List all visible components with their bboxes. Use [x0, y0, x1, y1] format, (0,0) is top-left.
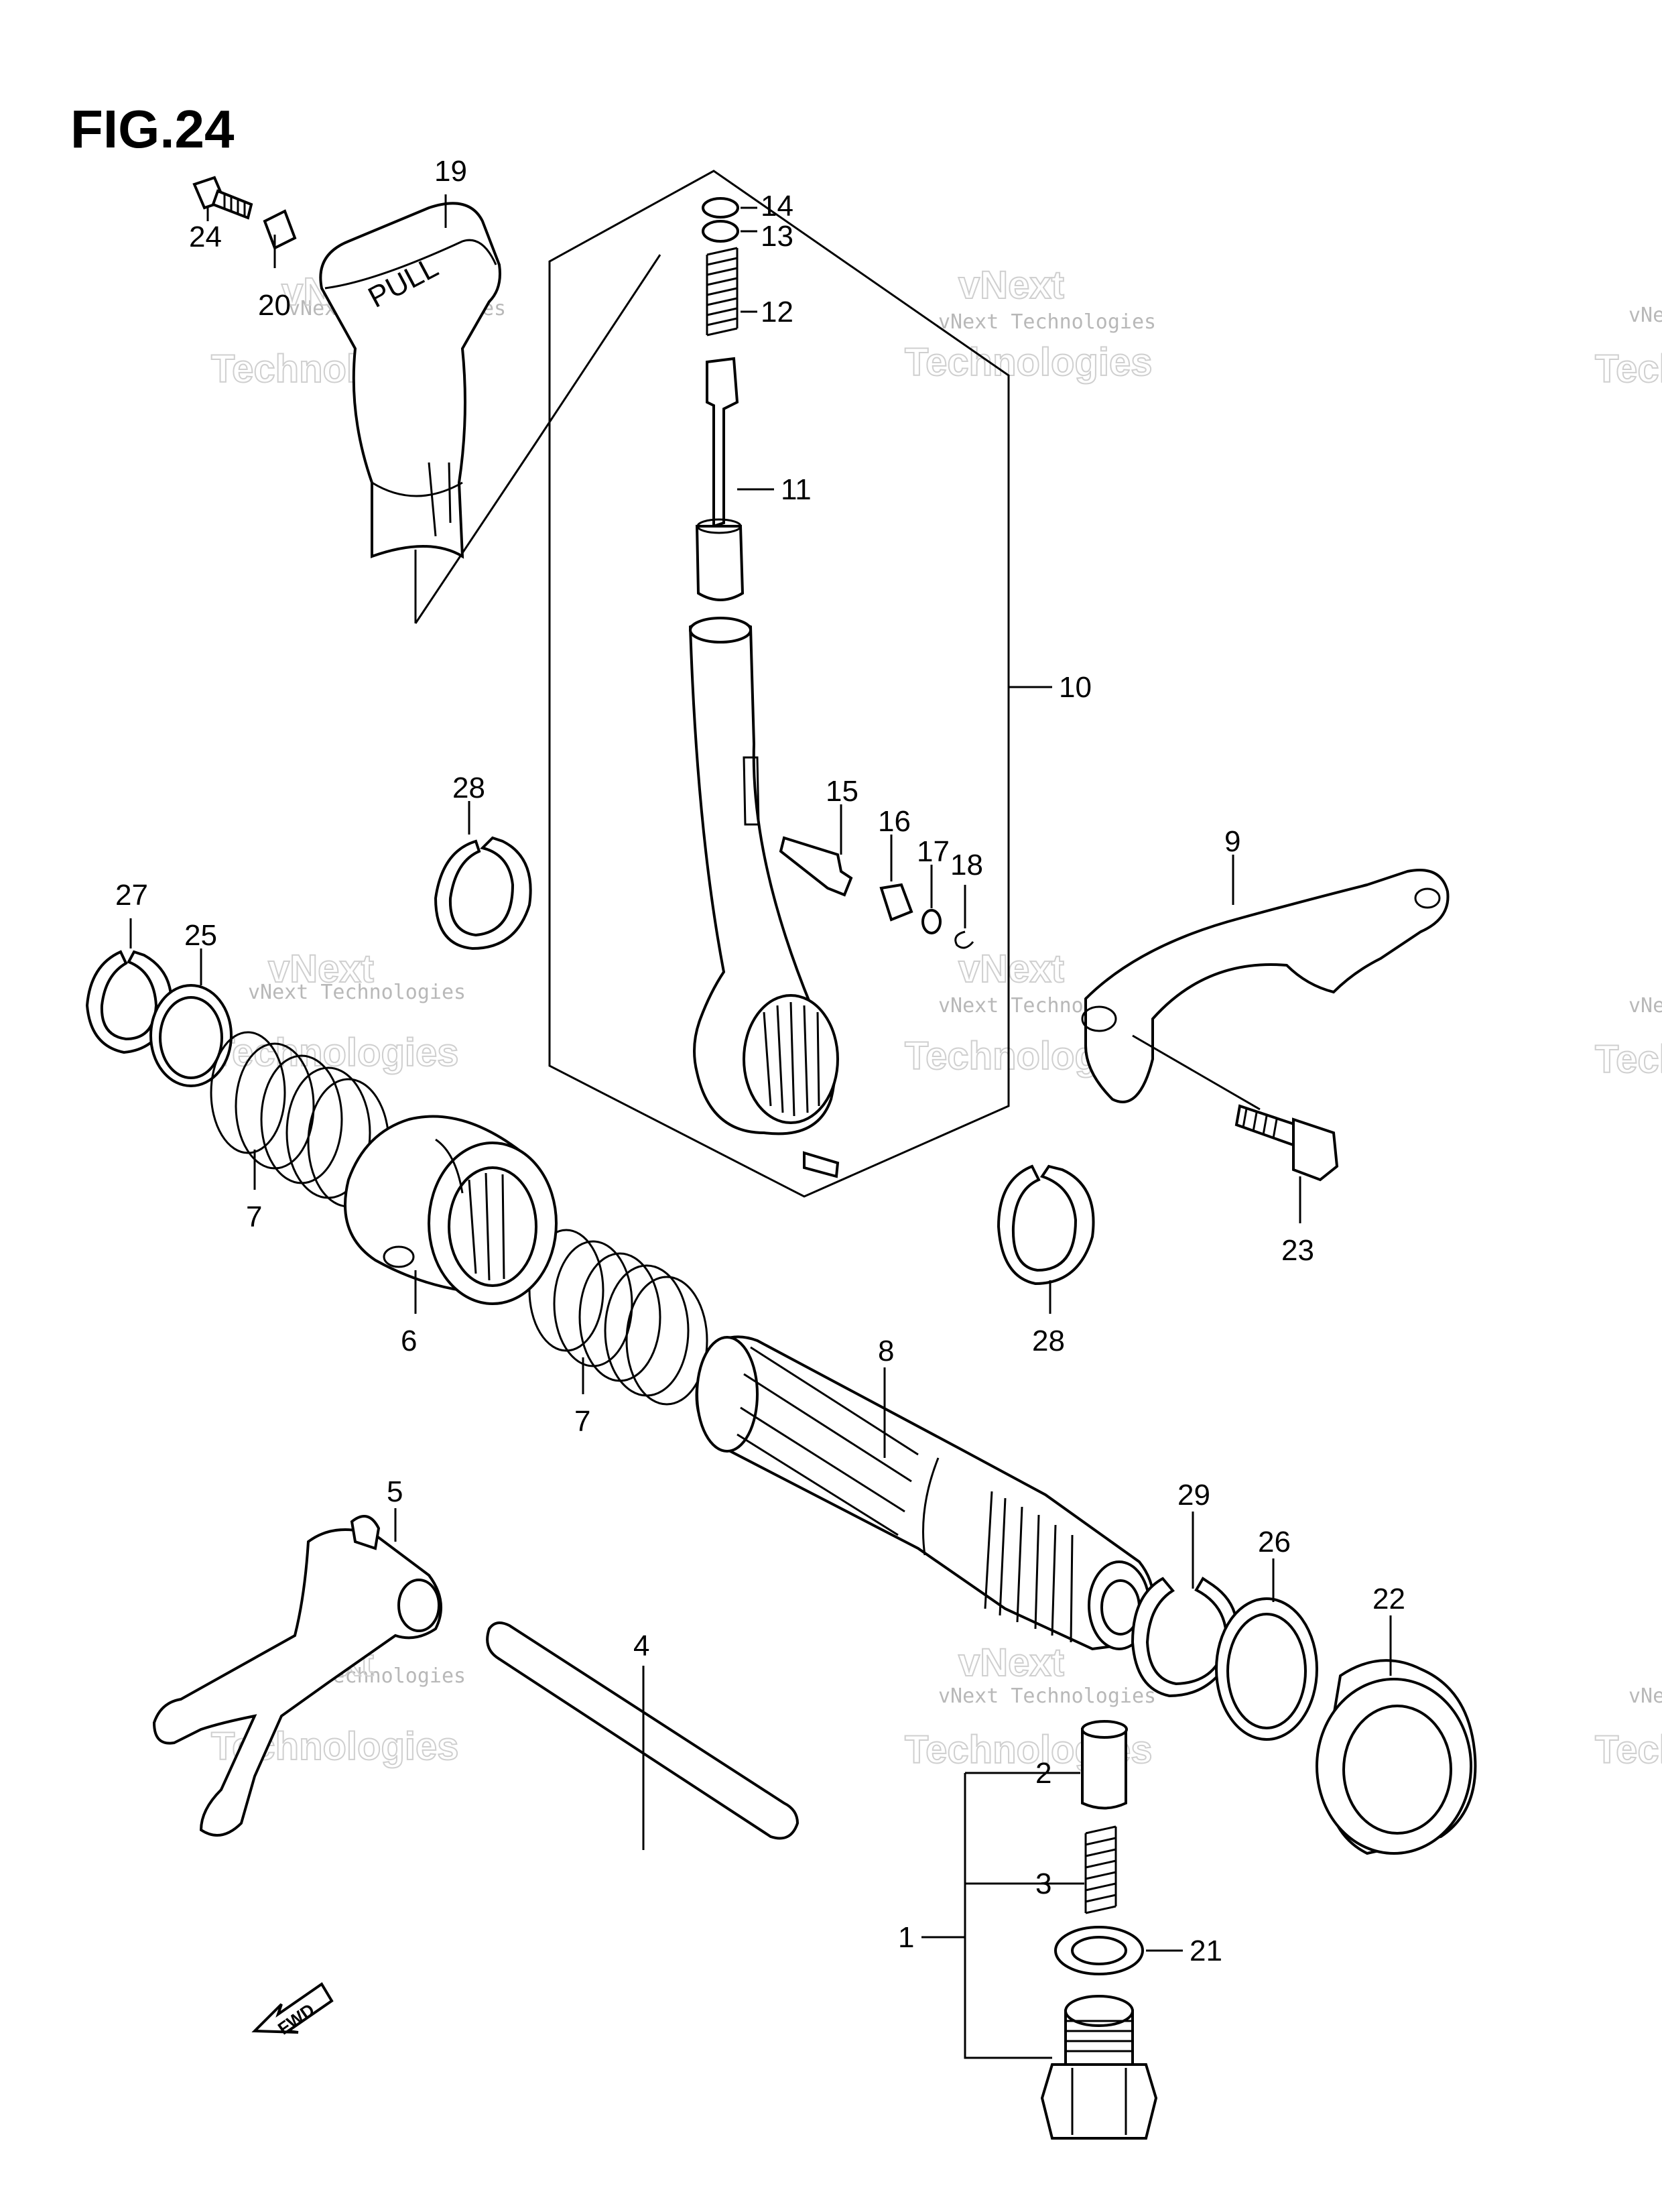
watermark-3: vNext Technologies vNext Technologies: [210, 946, 466, 1075]
part-24-bolt: [192, 176, 253, 220]
callout-7-right: 7: [574, 1405, 590, 1438]
part-12-spring: [706, 247, 739, 336]
callout-15: 15: [826, 775, 858, 808]
callout-19: 19: [434, 155, 467, 188]
svg-text:vNext Technologies: vNext Technologies: [938, 1684, 1156, 1708]
watermark-edge-bottom: vNext Technologies Technologies: [1594, 1684, 1662, 1772]
callout-22: 22: [1372, 1583, 1405, 1615]
svg-text:vNext: vNext: [958, 263, 1064, 307]
callout-7-left: 7: [246, 1201, 262, 1233]
callout-28-lower: 28: [1032, 1325, 1065, 1357]
callout-8: 8: [878, 1335, 894, 1367]
part-2-pin: [1081, 1720, 1128, 1810]
callout-28-upper: 28: [452, 772, 485, 804]
svg-text:Technologies: Technologies: [1595, 1728, 1662, 1772]
knob-reference-line: [414, 254, 661, 624]
part-23-bolt: [1234, 1104, 1339, 1182]
part-21-washer: [1054, 1926, 1144, 1975]
callout-9: 9: [1224, 825, 1240, 858]
watermark-2: vNext Technologies vNext Technologies: [904, 263, 1156, 385]
part-26-washer: [1215, 1597, 1318, 1741]
callout-14: 14: [761, 190, 793, 223]
svg-text:vNext Technologies: vNext Technologies: [248, 981, 466, 1004]
part-8-shaft: [695, 1335, 1155, 1651]
callout-25: 25: [184, 919, 217, 952]
callout-16: 16: [878, 805, 911, 838]
fwd-arrow-icon: FWD: [251, 1982, 334, 2038]
part-25-washer: [149, 984, 233, 1087]
part-19-pull-knob: PULL: [319, 202, 501, 559]
bolt-23-reference-line: [1132, 1034, 1261, 1111]
callout-1: 1: [898, 1921, 914, 1954]
part-1-plug-bolt: [1040, 1995, 1158, 2140]
part-9-shift-arm: [1081, 869, 1450, 1103]
figure-title: FIG.24: [70, 99, 235, 159]
part-16-collar: [879, 883, 913, 922]
callout-21: 21: [1190, 1934, 1222, 1967]
part-14-washer: [702, 197, 739, 219]
svg-text:Technologies: Technologies: [1595, 1038, 1662, 1081]
part-15-pin: [779, 836, 853, 897]
svg-text:vNext Technologies: vNext Technologies: [1628, 994, 1662, 1018]
callout-4: 4: [633, 1630, 649, 1662]
part-20-collar: [263, 209, 297, 250]
callout-10: 10: [1059, 671, 1092, 704]
svg-text:vNext: vNext: [958, 1641, 1064, 1684]
callout-24: 24: [189, 221, 222, 253]
callout-5: 5: [387, 1475, 403, 1508]
callout-6: 6: [401, 1325, 417, 1357]
svg-text:vNext Technologies: vNext Technologies: [1628, 304, 1662, 327]
svg-text:vNext: vNext: [268, 947, 374, 991]
svg-text:vNext: vNext: [958, 947, 1064, 991]
part-10-shift-lever: [688, 617, 840, 1178]
part-28-circlip-lower: [997, 1164, 1095, 1286]
assembly-outline-10: [548, 170, 1010, 1198]
part-13-washer: [702, 220, 739, 243]
callouts: 19 24 20 14 13 12 11 10 15 16 17 18 9 23…: [115, 155, 1405, 1967]
part-17-washer: [921, 909, 942, 934]
part-6-sleeve: [344, 1115, 558, 1305]
part-29-circlip: [1131, 1577, 1238, 1698]
callout-23: 23: [1281, 1234, 1314, 1267]
svg-text:Technologies: Technologies: [1595, 347, 1662, 391]
part-3-spring: [1084, 1825, 1117, 1914]
part-22-bearing: [1316, 1659, 1477, 1855]
callout-27: 27: [115, 879, 148, 912]
callout-29: 29: [1177, 1479, 1210, 1512]
svg-text:Technologies: Technologies: [905, 341, 1153, 384]
svg-text:vNext Technologies: vNext Technologies: [938, 310, 1156, 334]
callout-3: 3: [1035, 1867, 1051, 1900]
watermark-edge-mid: vNext Technologies Technologies: [1594, 994, 1662, 1082]
callout-20: 20: [258, 289, 291, 322]
part-7-spring-right: [528, 1229, 708, 1406]
part-28-circlip-upper: [434, 836, 532, 950]
callout-18: 18: [950, 849, 983, 881]
part-5-shift-fork: [152, 1515, 442, 1837]
callout-13: 13: [761, 220, 793, 253]
callout-26: 26: [1258, 1526, 1291, 1558]
callout-17: 17: [917, 835, 950, 868]
leader-lines: [129, 194, 1392, 2059]
part-18-clip: [954, 930, 974, 949]
watermark-edge-top: vNext Technologies Technologies: [1594, 304, 1662, 391]
part-11-rod: [695, 357, 745, 601]
callout-12: 12: [761, 296, 793, 328]
svg-text:vNext Technologies: vNext Technologies: [1628, 1684, 1662, 1708]
callout-11: 11: [781, 473, 812, 506]
callout-2: 2: [1035, 1757, 1051, 1790]
